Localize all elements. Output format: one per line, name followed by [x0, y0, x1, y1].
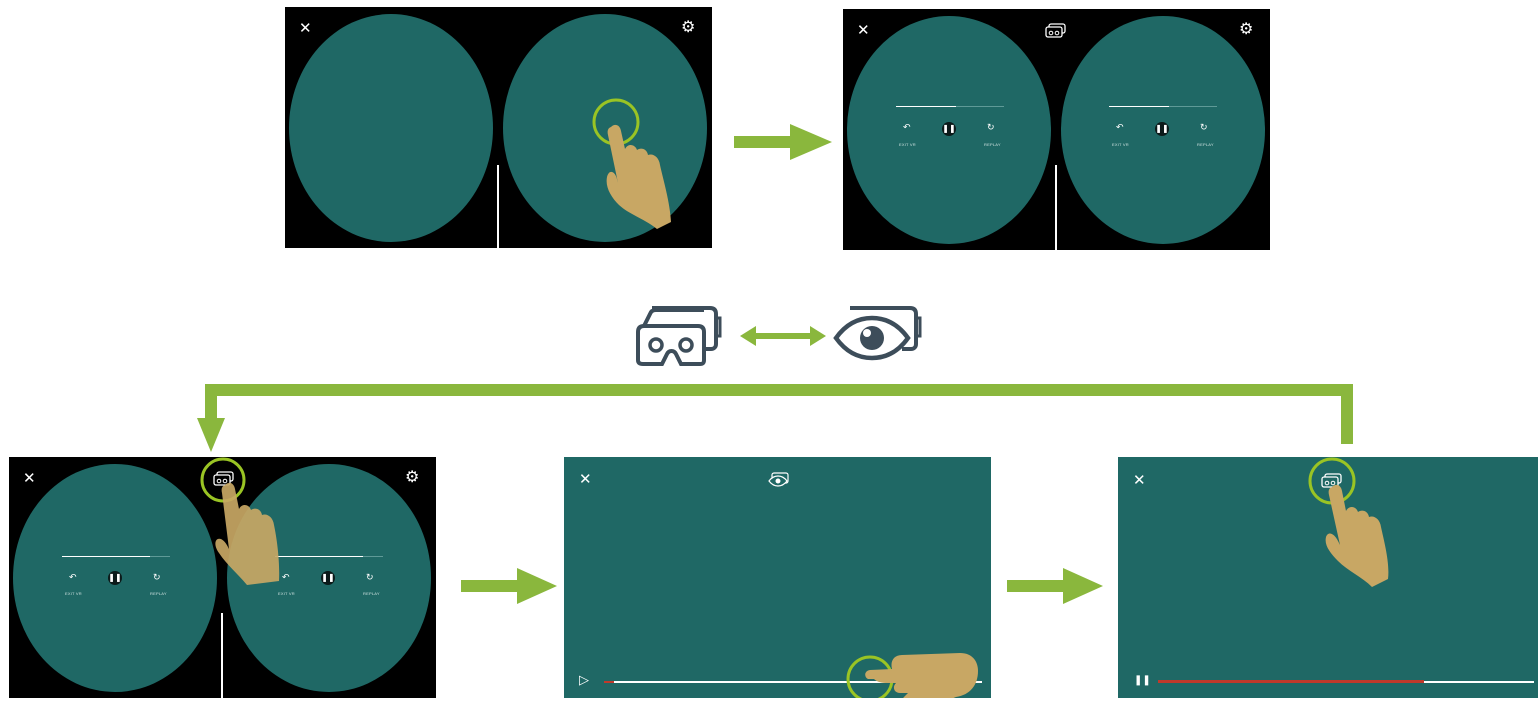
pointing-hand-icon	[1118, 457, 1538, 698]
magic-window-screen-step-5: ✕ ❚❚	[1118, 457, 1538, 698]
flow-arrow-2	[457, 566, 567, 606]
flow-arrow-3	[1003, 566, 1113, 606]
pointing-hand-icon	[9, 457, 436, 698]
pointing-hand-icon	[564, 457, 991, 698]
vr-screen-step-3: ✕ ⚙ ↶ EXIT VR ❚❚ ↻ REPLAY ↶ EXIT VR ❚❚ ↻…	[9, 457, 436, 698]
magic-window-screen-step-4: ✕ ▷	[564, 457, 991, 698]
